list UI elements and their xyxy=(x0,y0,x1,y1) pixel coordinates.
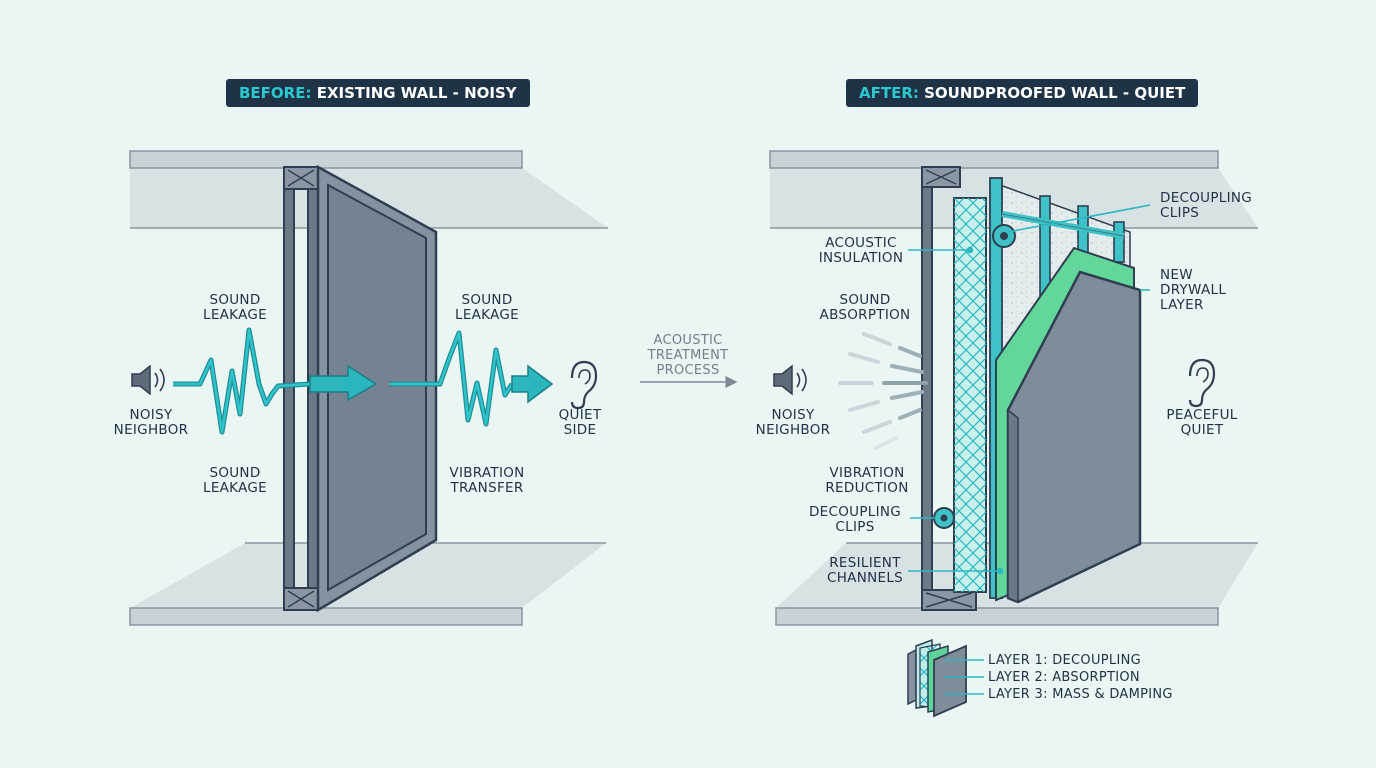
ear-icon xyxy=(570,360,598,410)
legend-layer-2: LAYER 2: ABSORPTION xyxy=(988,670,1140,685)
after-badge-text: SOUNDPROOFED WALL - QUIET xyxy=(918,84,1186,102)
sound-wave-right xyxy=(390,330,554,427)
leader-lines xyxy=(908,204,1151,575)
after-wall xyxy=(921,166,1142,611)
after-badge: AFTER: SOUNDPROOFED WALL - QUIET xyxy=(846,79,1199,107)
after-badge-prefix: AFTER: xyxy=(859,84,919,102)
legend-layer-1: LAYER 1: DECOUPLING xyxy=(988,653,1141,668)
speaker-icon xyxy=(773,364,807,396)
sound-wave-left xyxy=(173,327,378,435)
speaker-icon xyxy=(131,364,165,396)
ear-icon xyxy=(1188,358,1216,408)
layer-legend-graphic xyxy=(907,638,984,718)
before-badge: BEFORE: EXISTING WALL - NOISY xyxy=(226,79,530,107)
absorbed-sound-rays xyxy=(838,332,928,450)
before-badge-text: EXISTING WALL - NOISY xyxy=(311,84,517,102)
legend-layer-3: LAYER 3: MASS & DAMPING xyxy=(988,687,1173,702)
before-badge-prefix: BEFORE: xyxy=(239,84,312,102)
